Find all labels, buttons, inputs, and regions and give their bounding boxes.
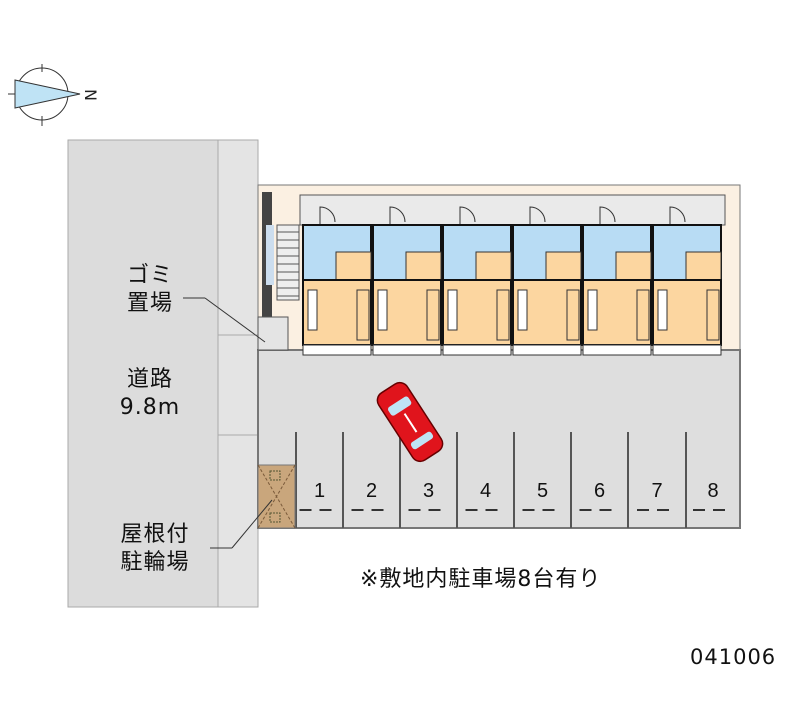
closet bbox=[426, 289, 440, 341]
apartment-unit bbox=[442, 206, 512, 356]
balcony bbox=[372, 344, 442, 356]
parking-space-number: 5 bbox=[537, 480, 548, 502]
road bbox=[67, 139, 219, 608]
label-line: 置場 bbox=[126, 291, 173, 316]
kitchen bbox=[475, 251, 512, 281]
garbage-leader-line bbox=[204, 297, 266, 343]
apartment-unit bbox=[302, 206, 372, 356]
parking-space-number: 8 bbox=[707, 480, 718, 502]
parking-space-number: 2 bbox=[366, 480, 377, 502]
garbage-area-label: ゴミ 置場 bbox=[110, 262, 190, 318]
parking-space-number: 7 bbox=[651, 480, 662, 502]
bike-parking-label: 屋根付 駐輪場 bbox=[100, 521, 210, 577]
bike-leader-line bbox=[231, 499, 273, 549]
parking-stalls: 1 2 3 4 5 6 7 8 bbox=[295, 432, 733, 528]
sidewalk bbox=[217, 139, 259, 608]
label-line: ゴミ bbox=[126, 263, 173, 288]
closet bbox=[636, 289, 650, 341]
table-icon bbox=[307, 289, 318, 331]
car-icon bbox=[376, 381, 444, 463]
bicycle-icon bbox=[269, 470, 281, 481]
kitchen bbox=[545, 251, 582, 281]
door-icon bbox=[319, 206, 336, 225]
closet bbox=[496, 289, 510, 341]
parking-space-number: 6 bbox=[594, 480, 605, 502]
balcony bbox=[302, 344, 372, 356]
label-line: 屋根付 bbox=[120, 522, 190, 547]
table-icon bbox=[447, 289, 458, 331]
compass-icon: N bbox=[8, 64, 100, 126]
closet bbox=[566, 289, 580, 341]
table-icon bbox=[587, 289, 598, 331]
table-icon bbox=[657, 289, 668, 331]
balcony bbox=[582, 344, 652, 356]
table-icon bbox=[517, 289, 528, 331]
label-line: 駐輪場 bbox=[120, 550, 190, 575]
road-label: 道路 9.8m bbox=[100, 366, 200, 422]
corridor bbox=[299, 194, 726, 226]
apartment-unit bbox=[652, 206, 722, 356]
balcony bbox=[512, 344, 582, 356]
apartment-unit bbox=[512, 206, 582, 356]
kitchen bbox=[335, 251, 372, 281]
parking-lot bbox=[257, 349, 741, 529]
bike-shelter bbox=[257, 464, 296, 529]
apartment-unit bbox=[582, 206, 652, 356]
kitchen bbox=[405, 251, 442, 281]
parking-space-number: 1 bbox=[314, 480, 325, 502]
closet bbox=[706, 289, 720, 341]
label-line: 9.8m bbox=[119, 395, 181, 420]
parking-space-number: 3 bbox=[423, 480, 434, 502]
table-icon bbox=[377, 289, 388, 331]
closet bbox=[356, 289, 370, 341]
apartment-unit bbox=[372, 206, 442, 356]
parking-note: ※敷地内駐車場8台有り bbox=[360, 567, 602, 592]
door-icon bbox=[389, 206, 406, 225]
property-code: 041006 bbox=[690, 645, 777, 669]
compass-north-label: N bbox=[81, 89, 100, 101]
balcony bbox=[652, 344, 722, 356]
door-icon bbox=[459, 206, 476, 225]
garbage-area bbox=[257, 316, 289, 351]
kitchen bbox=[615, 251, 652, 281]
parking-space-number: 4 bbox=[480, 480, 491, 502]
stairs bbox=[257, 192, 300, 351]
kitchen bbox=[685, 251, 722, 281]
label-line: 道路 bbox=[126, 367, 173, 392]
apartment-units bbox=[302, 206, 722, 356]
door-icon bbox=[669, 206, 686, 225]
door-icon bbox=[529, 206, 546, 225]
door-icon bbox=[599, 206, 616, 225]
bicycle-icon bbox=[269, 512, 281, 523]
balcony bbox=[442, 344, 512, 356]
